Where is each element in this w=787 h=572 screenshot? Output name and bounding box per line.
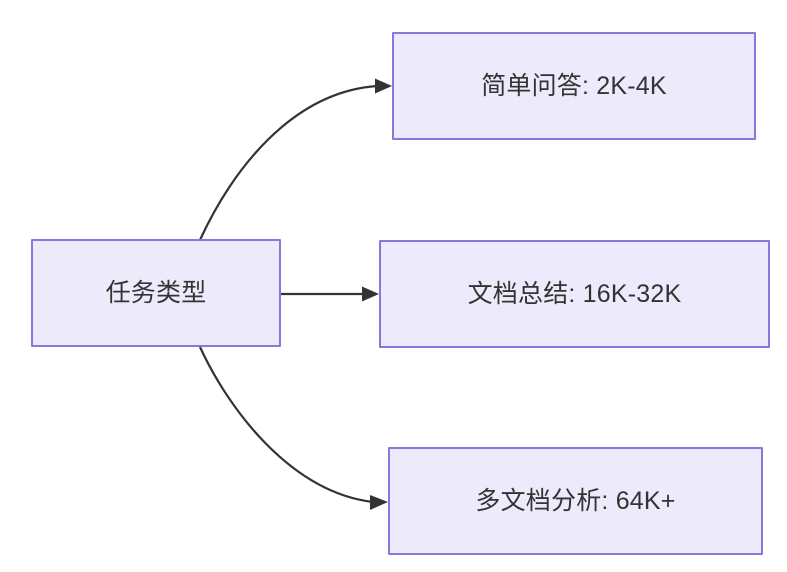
edge-root-to-doc-summary-arrowhead bbox=[362, 286, 379, 302]
edge-root-to-multi-doc-path bbox=[199, 346, 374, 504]
edge-root-to-simple-qa bbox=[198, 78, 392, 241]
node-task-type[interactable]: 任务类型 bbox=[31, 239, 281, 347]
edge-root-to-simple-qa-arrowhead bbox=[375, 78, 392, 94]
node-doc-summary-label: 文档总结: 16K-32K bbox=[467, 280, 682, 308]
node-multi-doc-analysis-label: 多文档分析: 64K+ bbox=[475, 487, 676, 515]
node-simple-qa-label: 简单问答: 2K-4K bbox=[481, 72, 667, 100]
node-task-type-label: 任务类型 bbox=[105, 279, 207, 307]
node-multi-doc-analysis[interactable]: 多文档分析: 64K+ bbox=[388, 447, 763, 555]
edge-root-to-doc-summary bbox=[281, 286, 379, 302]
edge-root-to-multi-doc bbox=[199, 346, 388, 510]
edge-root-to-simple-qa-path bbox=[198, 84, 378, 241]
edge-root-to-multi-doc-arrowhead bbox=[370, 495, 388, 510]
node-doc-summary[interactable]: 文档总结: 16K-32K bbox=[379, 240, 770, 348]
node-simple-qa[interactable]: 简单问答: 2K-4K bbox=[392, 32, 756, 140]
